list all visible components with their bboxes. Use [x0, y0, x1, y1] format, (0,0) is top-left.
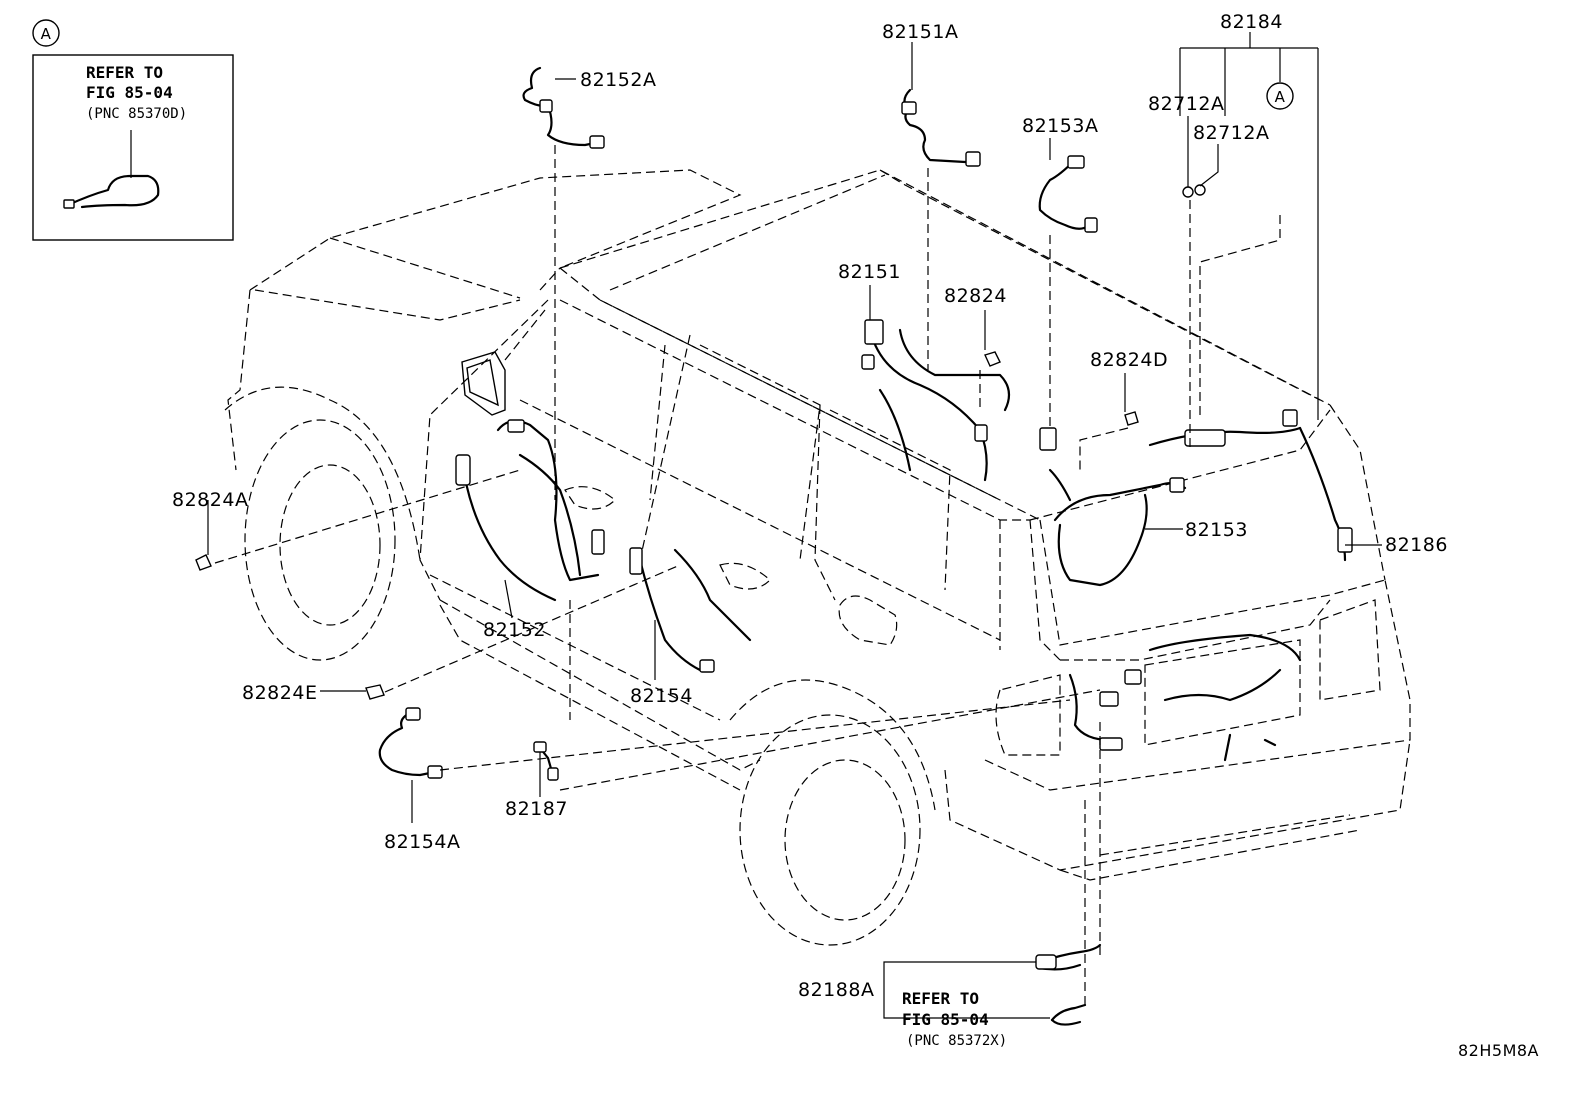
inset-harness — [66, 174, 160, 209]
bottom-fig-text: FIG 85-04 — [902, 1010, 989, 1029]
inset-callout-letter: A — [41, 25, 52, 43]
inset-frame — [32, 54, 234, 241]
callout-a-letter: A — [1275, 88, 1286, 106]
diagram-id: 82H5M8A — [1458, 1041, 1539, 1060]
label-82187: 82187 — [505, 798, 568, 820]
label-82151A: 82151A — [882, 21, 958, 43]
part-82824A-clip — [195, 554, 212, 571]
part-82712A-clips — [1182, 184, 1206, 198]
harness-82151 — [861, 319, 1011, 482]
label-82824A: 82824A — [172, 489, 248, 511]
inset-fig-text: FIG 85-04 — [86, 83, 173, 102]
label-82153A: 82153A — [1022, 115, 1098, 137]
harness-82153 — [1039, 427, 1187, 587]
vehicle-outline — [224, 169, 1411, 946]
part-85372X-harness — [1050, 1003, 1087, 1026]
part-82824D-clip — [1124, 411, 1139, 426]
label-82152A: 82152A — [580, 69, 656, 91]
label-82151: 82151 — [838, 261, 901, 283]
part-labels: 82152A 82151A 82184 82712A 82712A 82153A… — [172, 11, 1448, 1001]
label-82824E: 82824E — [242, 682, 317, 704]
callout-a-top: A — [1266, 82, 1294, 110]
label-82824D: 82824D — [1090, 349, 1168, 371]
locator-lines — [214, 145, 1281, 1005]
label-82154A: 82154A — [384, 831, 460, 853]
part-82152A-harness — [522, 66, 605, 149]
part-82188A-harness — [1035, 943, 1102, 971]
harness-82186 — [1068, 669, 1142, 751]
part-82154A-harness — [378, 707, 443, 779]
label-82153: 82153 — [1185, 519, 1248, 541]
label-82712A-2: 82712A — [1193, 122, 1269, 144]
leader-lines — [207, 32, 1382, 1019]
inset-callout-circle — [32, 19, 60, 47]
label-82188A: 82188A — [798, 979, 874, 1001]
harness-82184 — [1148, 409, 1353, 762]
inset-pnc-text: (PNC 85370D) — [86, 106, 187, 122]
inset-refer-text: REFER TO — [86, 63, 163, 82]
label-82184: 82184 — [1220, 11, 1283, 33]
label-82186: 82186 — [1385, 534, 1448, 556]
label-82824: 82824 — [944, 285, 1007, 307]
part-82187-harness — [533, 741, 559, 781]
label-82154: 82154 — [630, 685, 693, 707]
harness-82152 — [455, 419, 605, 602]
label-82152: 82152 — [483, 619, 546, 641]
bottom-reference: REFER TO FIG 85-04 (PNC 85372X) — [902, 989, 1007, 1049]
part-82151A-harness — [901, 88, 981, 167]
bottom-refer-text: REFER TO — [902, 989, 979, 1008]
inset-box-a: A REFER TO FIG 85-04 (PNC 85370D) — [32, 19, 234, 241]
label-82712A-1: 82712A — [1148, 93, 1224, 115]
harness-82154 — [629, 547, 752, 673]
bottom-pnc-text: (PNC 85372X) — [906, 1033, 1007, 1049]
part-82824-clip — [984, 351, 1001, 367]
part-82824E-clip — [365, 684, 385, 700]
part-82153A-harness — [1038, 155, 1098, 233]
